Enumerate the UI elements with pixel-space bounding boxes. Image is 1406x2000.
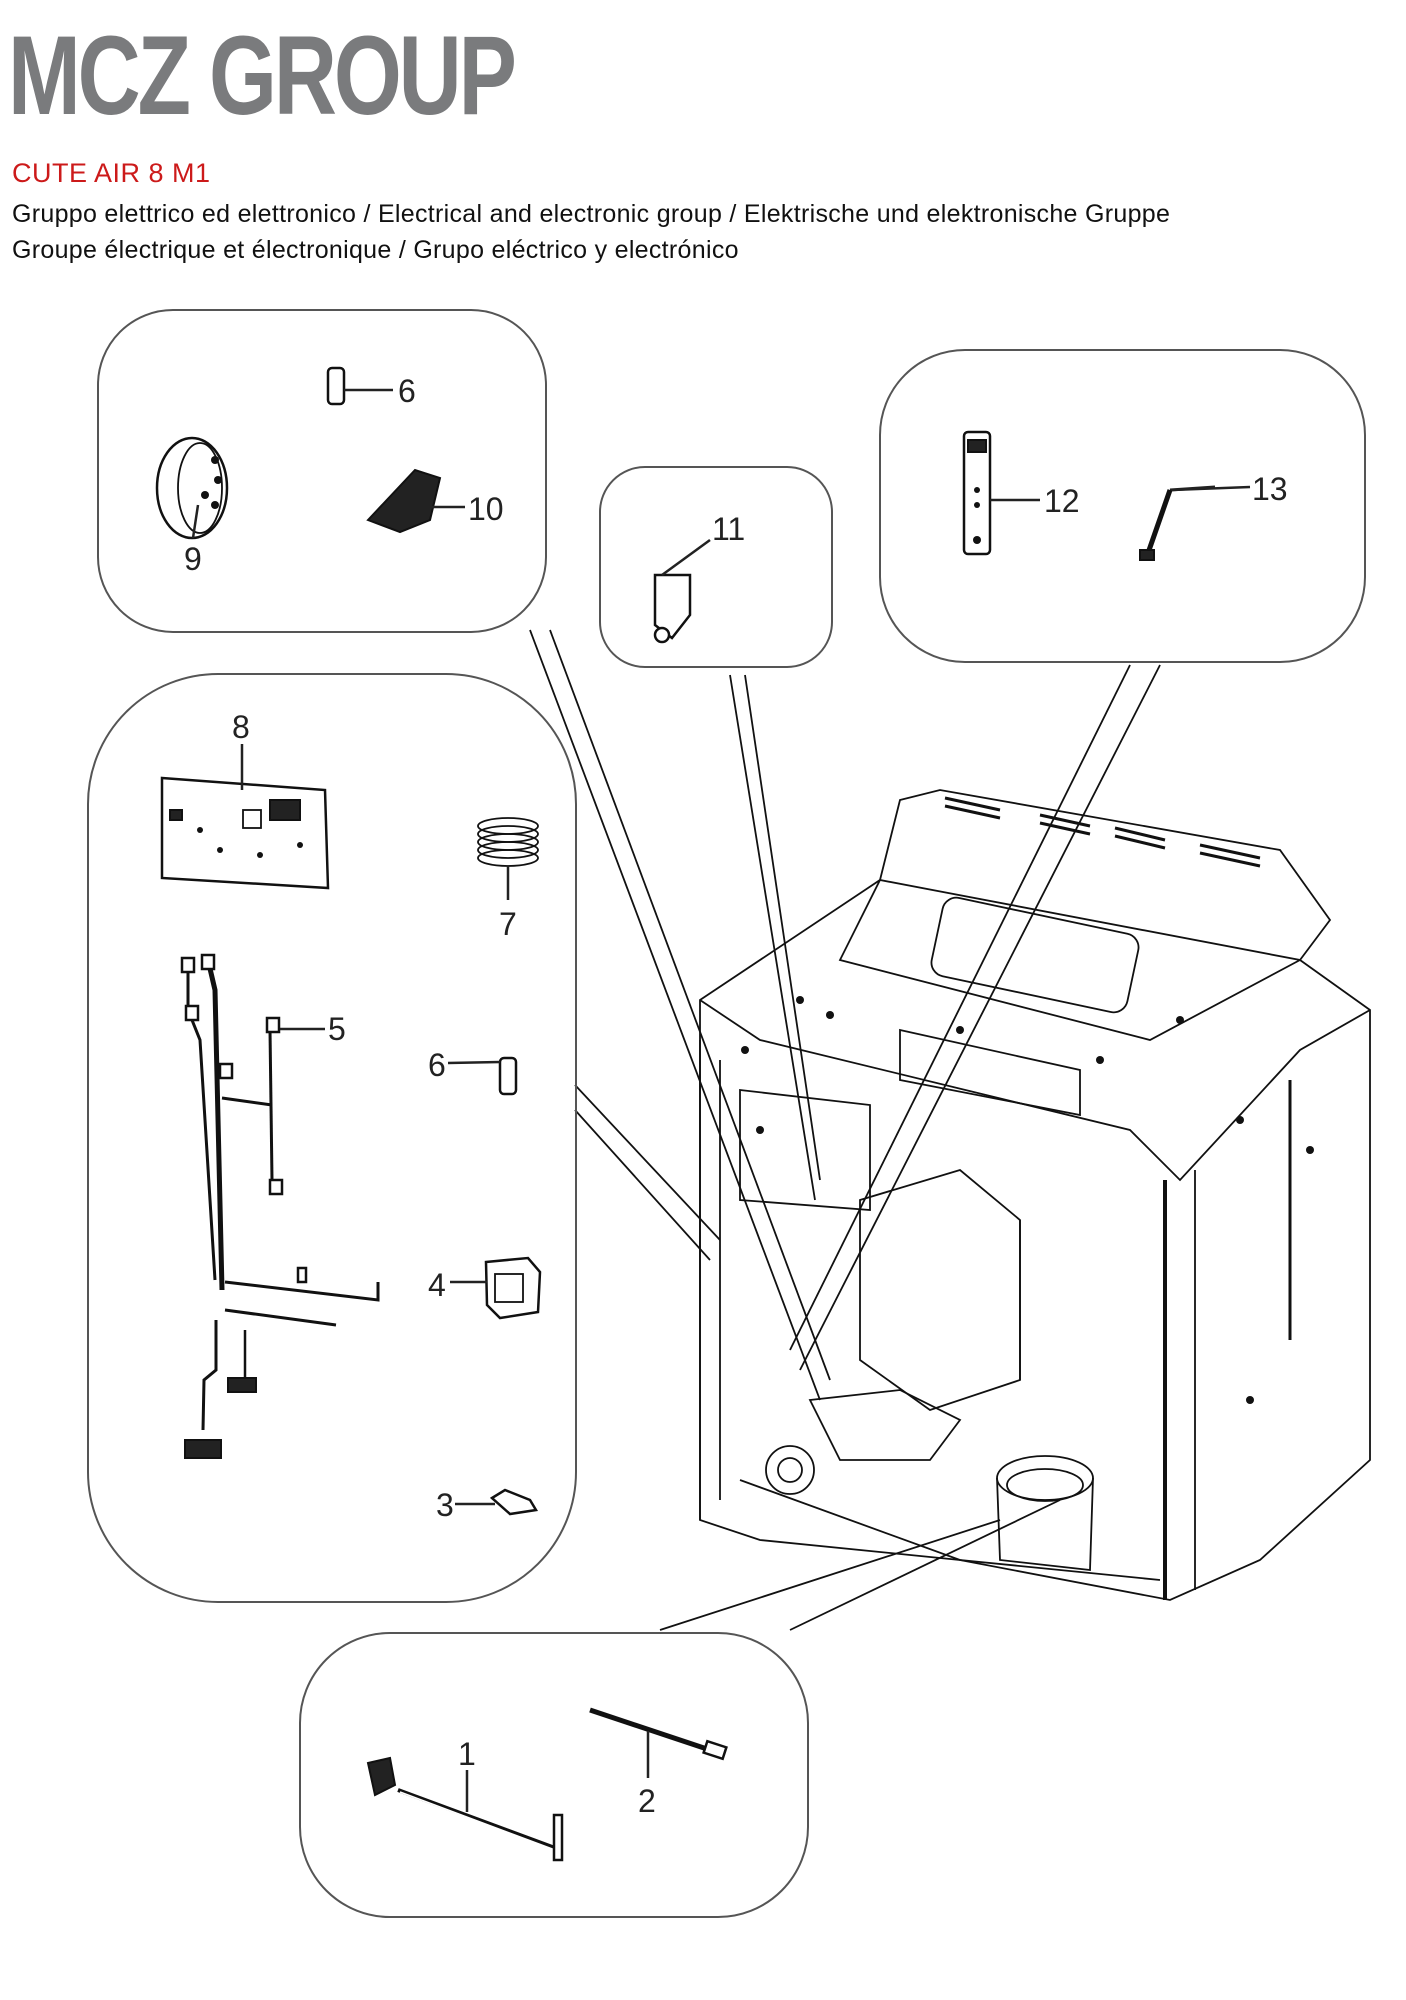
- callout-10: 10: [468, 491, 504, 527]
- brand-logo: MCZ GROUP: [8, 13, 517, 138]
- part-2-probe: [589, 1707, 728, 1778]
- callout-12: 12: [1044, 483, 1080, 519]
- part-5-wiring-harness: [180, 953, 380, 1459]
- part-7-silicone-tube: [477, 817, 539, 900]
- callout-7: 7: [499, 906, 517, 942]
- vent-slots: [944, 796, 1261, 868]
- callout-3: 3: [436, 1487, 454, 1523]
- part-6-spacer-left: [447, 1056, 518, 1096]
- group-outline: [599, 466, 833, 668]
- part-8-control-board: [160, 744, 330, 890]
- callout-9: 9: [184, 541, 202, 577]
- part-1-glow-plug-igniter: [366, 1756, 564, 1862]
- part-12-control-panel: [962, 430, 1040, 556]
- stove-chassis: [699, 789, 1371, 1601]
- callout-11: 11: [712, 511, 745, 547]
- group-outline: [87, 673, 577, 1603]
- callout-6-top: 6: [398, 373, 416, 409]
- top-right-group: 12 13: [879, 349, 1366, 663]
- callout-2: 2: [638, 1783, 656, 1819]
- callout-5: 5: [328, 1011, 346, 1047]
- callout-13: 13: [1252, 471, 1288, 507]
- callout-6-left: 6: [428, 1047, 446, 1083]
- subtitle-line-1: Gruppo elettrico ed elettronico / Electr…: [12, 200, 1171, 228]
- group-outline: [299, 1632, 809, 1918]
- top-center-group: 11: [599, 466, 833, 668]
- subtitle-line-2: Groupe électrique et électronique / Grup…: [12, 236, 739, 264]
- left-group: 8 7 5: [87, 673, 577, 1603]
- group-leader-lines: [529, 629, 1161, 1631]
- callout-1: 1: [458, 1736, 476, 1772]
- top-left-group: 6 9 10: [97, 309, 547, 633]
- group-outline: [97, 309, 547, 633]
- part-9-pressure-switch: [155, 436, 229, 540]
- part-13-cable: [1139, 485, 1251, 561]
- part-10-ignition-relay: [366, 468, 465, 534]
- callout-8: 8: [232, 709, 250, 745]
- part-11-thermostat: [653, 538, 711, 644]
- callout-4: 4: [428, 1267, 446, 1303]
- bottom-group: 1 2: [299, 1632, 809, 1918]
- part-4-power-socket: [450, 1256, 542, 1320]
- model-title: CUTE AIR 8 M1: [12, 158, 211, 188]
- part-3-switch: [455, 1488, 539, 1516]
- group-outline: [879, 349, 1366, 663]
- part-6-spacer: [326, 366, 393, 406]
